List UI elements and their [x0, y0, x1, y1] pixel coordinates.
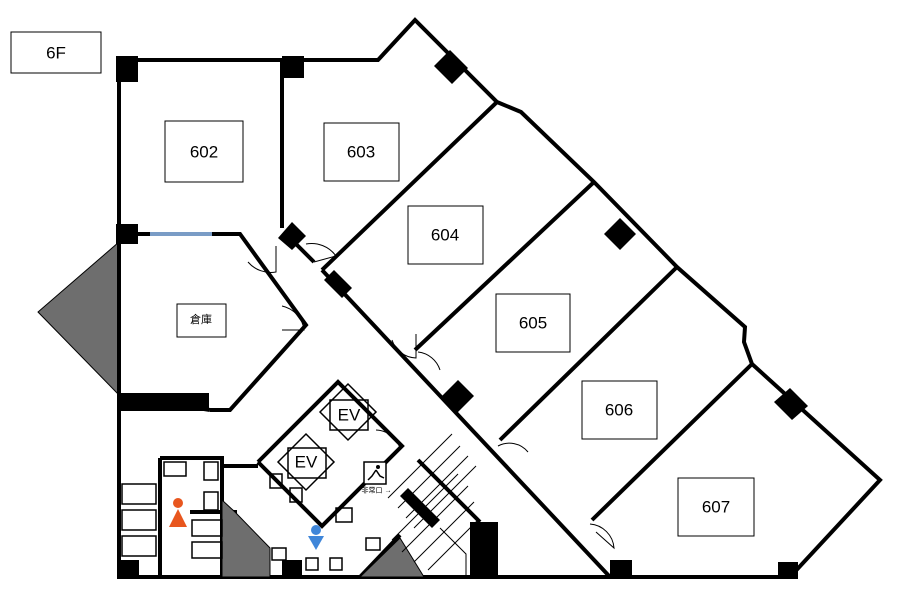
- room-604-label: 604: [431, 226, 459, 245]
- running-person-icon: [367, 469, 377, 481]
- female-restroom: [121, 461, 223, 559]
- shaded-triangle-west: [37, 240, 120, 397]
- room-607-label: 607: [702, 498, 730, 517]
- room-602: 602: [164, 120, 244, 183]
- shaded-area-stair: [358, 537, 425, 578]
- female-icon: [169, 498, 187, 527]
- room-604: 604: [407, 205, 484, 265]
- exit-sign-label: 非常口: [362, 486, 383, 495]
- male-restroom: [269, 473, 381, 571]
- stairs: [387, 433, 479, 577]
- room-602-label: 602: [190, 143, 218, 162]
- elevator-1: EV: [318, 382, 378, 442]
- room-603-label: 603: [347, 143, 375, 162]
- room-607: 607: [677, 477, 755, 537]
- elevator-2-label: EV: [295, 453, 318, 472]
- shaded-area-wc: [221, 498, 271, 578]
- room-606-label: 606: [605, 401, 633, 420]
- columns: [116, 50, 808, 579]
- male-icon: [308, 525, 324, 550]
- room-605: 605: [495, 293, 571, 353]
- storage-room-label: 倉庫: [190, 312, 212, 326]
- storage-room: 倉庫: [176, 303, 227, 338]
- floor-label: 6F: [10, 31, 102, 74]
- elevator-2: EV: [276, 432, 336, 492]
- door-swings: [247, 243, 615, 550]
- elevator-1-label: EV: [338, 406, 361, 425]
- interior-walls: [117, 60, 754, 579]
- room-606: 606: [581, 380, 658, 440]
- exit-sign: 非常口 →: [362, 461, 392, 495]
- room-605-label: 605: [519, 314, 547, 333]
- arrow-right-icon: →: [385, 488, 392, 495]
- floor-label-text: 6F: [46, 44, 66, 63]
- room-603: 603: [323, 122, 400, 182]
